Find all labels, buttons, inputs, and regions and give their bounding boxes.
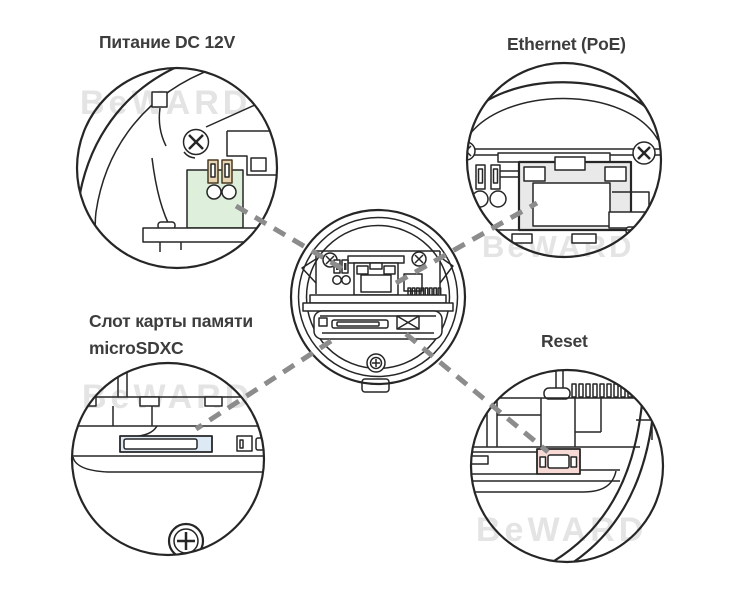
callout-connectors bbox=[194, 200, 550, 454]
mount-wing-right bbox=[439, 256, 454, 284]
screw-icon bbox=[366, 353, 386, 373]
screw-icon bbox=[632, 141, 656, 165]
label-ethernet: Ethernet (PoE) bbox=[507, 34, 626, 54]
label-power: Питание DC 12V bbox=[99, 32, 236, 52]
label-microsd-line1: Слот карты памяти bbox=[89, 311, 253, 331]
screw-icon bbox=[467, 141, 476, 161]
camera-bottom-view bbox=[289, 208, 467, 393]
screw-icon bbox=[167, 522, 205, 555]
connector-ethernet bbox=[394, 200, 539, 286]
screw-icon bbox=[411, 251, 427, 267]
connector-reset bbox=[404, 332, 550, 454]
label-microsd: Слот карты памяти microSDXC bbox=[89, 308, 253, 362]
connector-microsd bbox=[194, 338, 333, 432]
callout-ethernet-circle bbox=[465, 61, 663, 259]
camera-bottom-tab bbox=[361, 378, 390, 393]
reset-button-small bbox=[396, 315, 420, 330]
label-microsd-line2: microSDXC bbox=[89, 338, 184, 358]
callout-reset-circle bbox=[469, 368, 665, 564]
callout-microsd-art bbox=[72, 363, 264, 555]
callout-microsd-circle bbox=[70, 361, 266, 557]
lower-tray bbox=[313, 310, 443, 340]
mount-wing-left bbox=[301, 258, 317, 284]
rj45-port-small bbox=[347, 255, 405, 296]
label-reset: Reset bbox=[541, 331, 588, 351]
screw-icon bbox=[182, 128, 210, 159]
beward-watermark: BeWARD bbox=[476, 511, 648, 549]
callout-power-art bbox=[77, 68, 277, 261]
microsd-card-slot bbox=[119, 435, 213, 453]
callout-power-circle bbox=[75, 66, 279, 270]
reset-button bbox=[536, 448, 581, 475]
pin-header bbox=[571, 383, 633, 398]
power-terminal-block bbox=[206, 159, 237, 200]
